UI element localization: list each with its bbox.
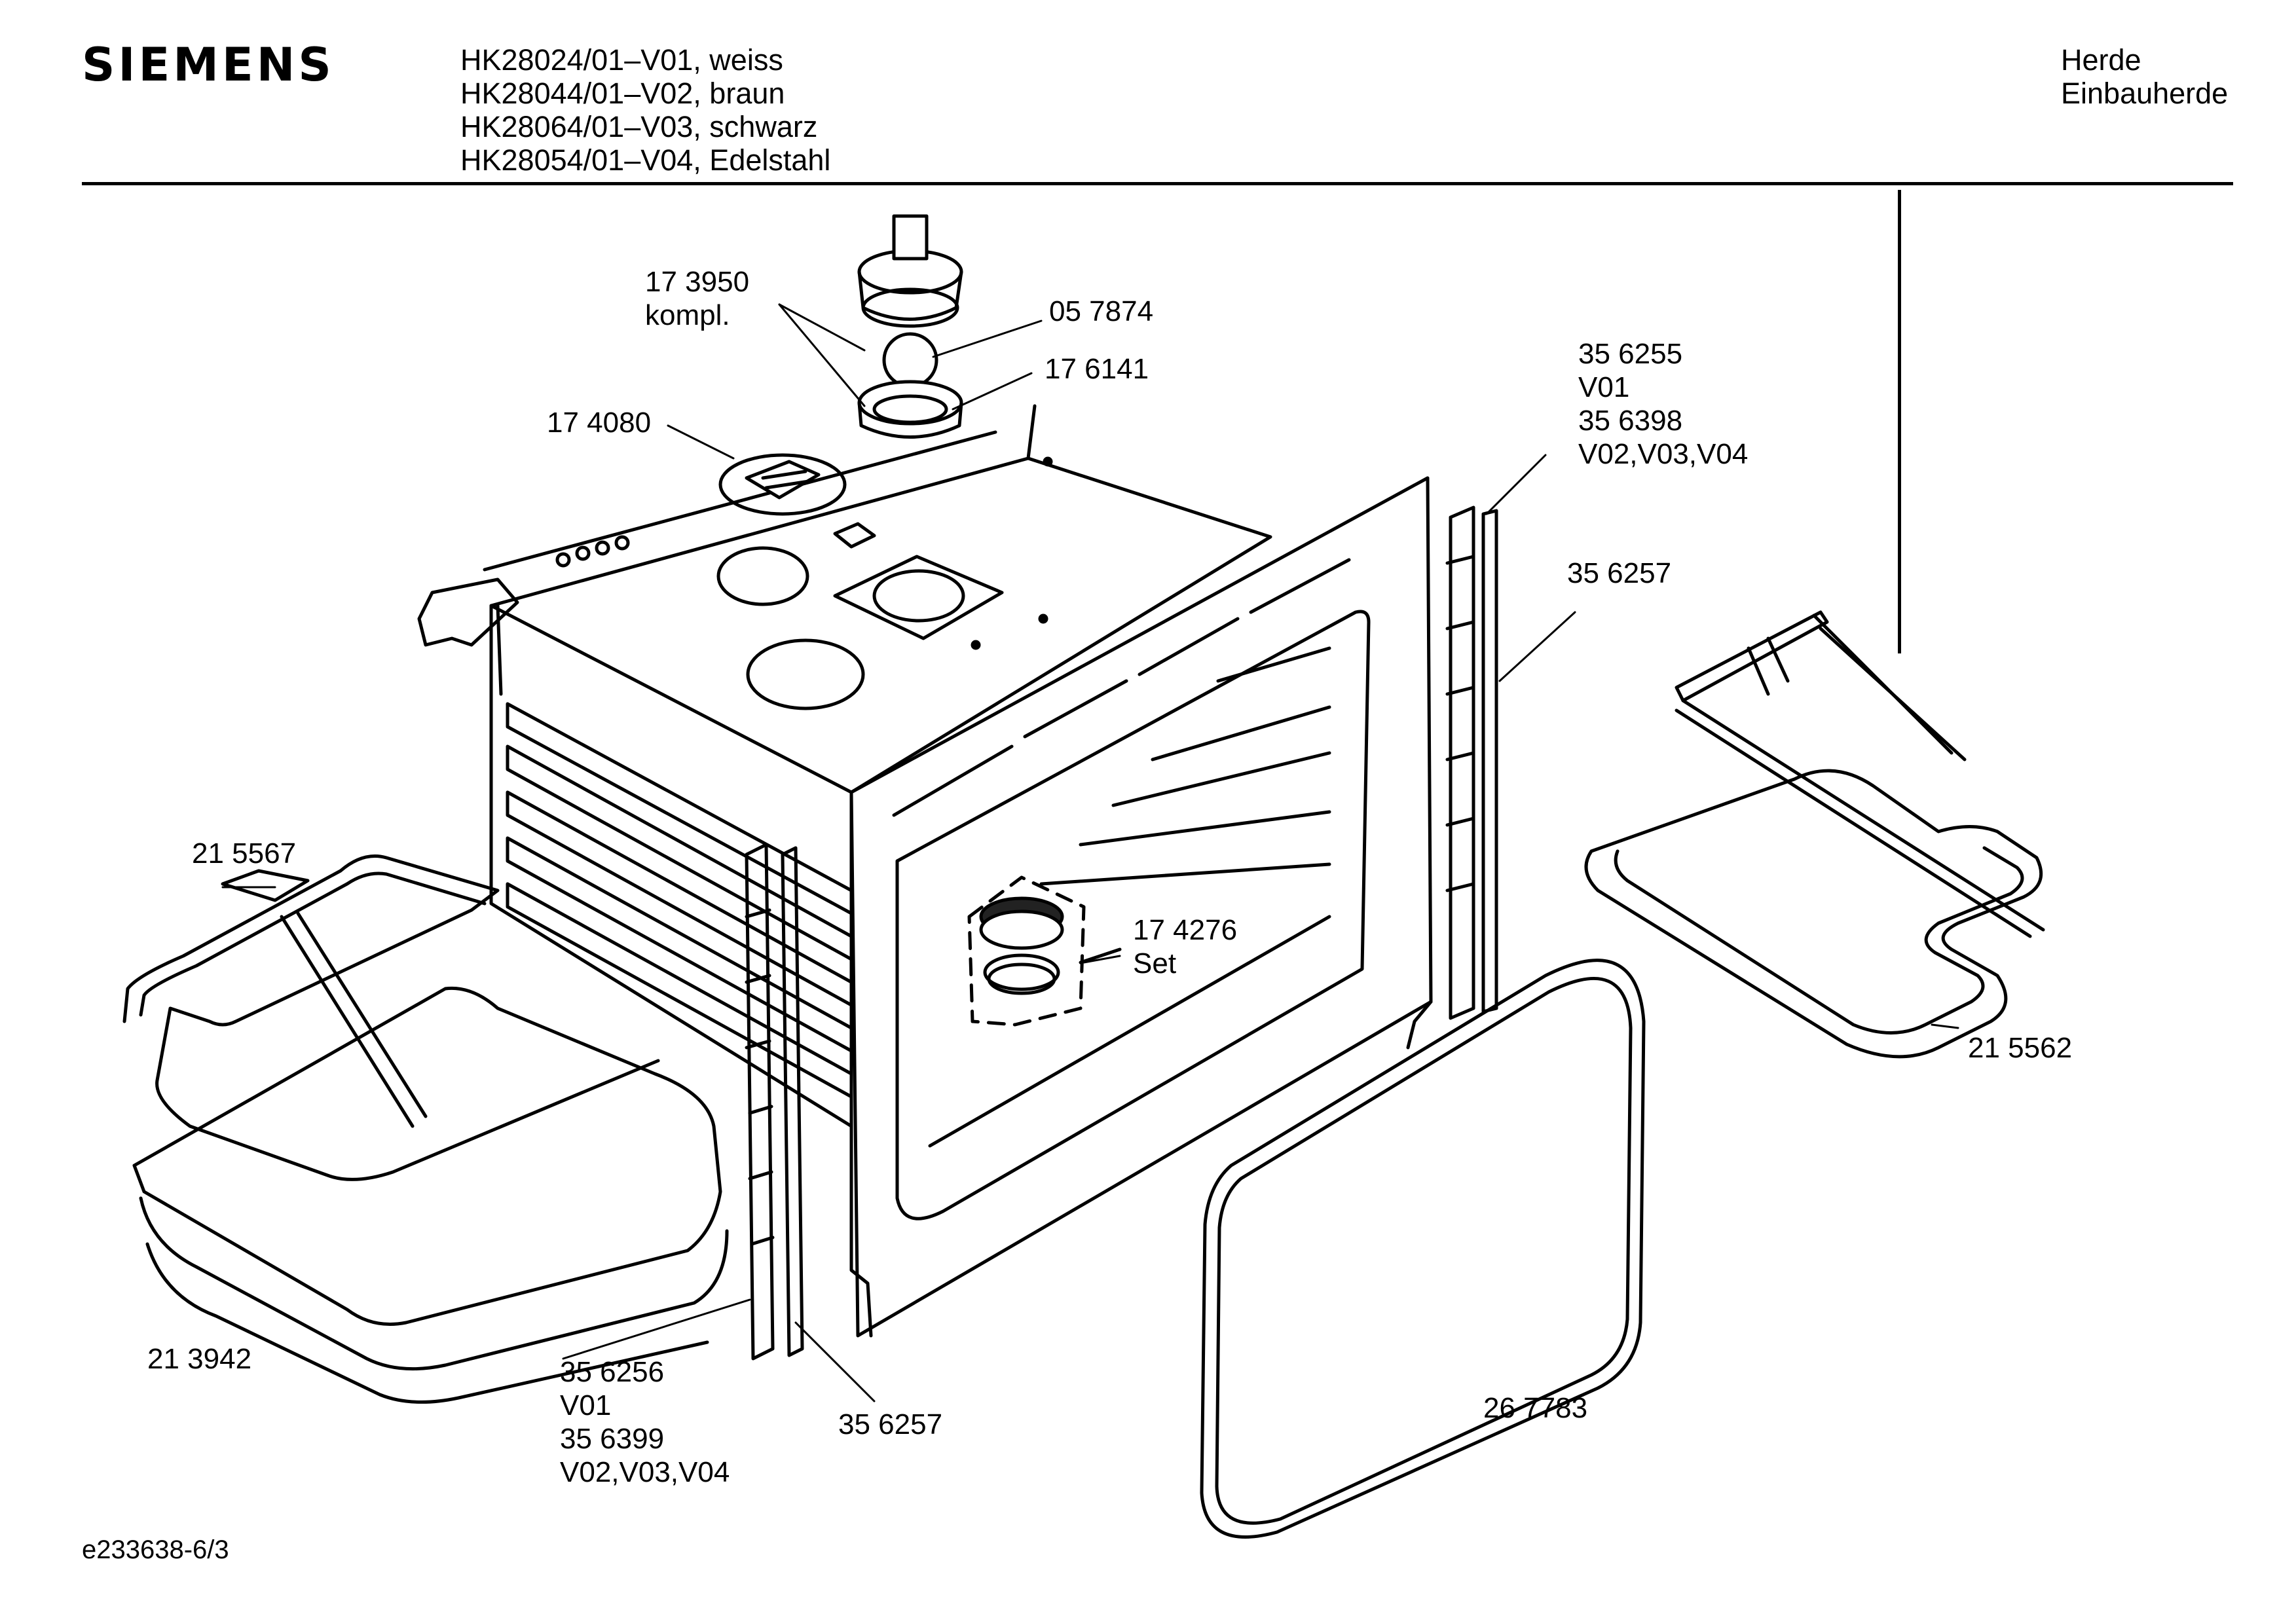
callout-leaders xyxy=(221,303,1959,1402)
callout-line: V02,V03,V04 xyxy=(1578,438,1748,470)
callout-line: 35 6255 xyxy=(1578,338,1682,370)
model-line: HK28044/01–V02, braun xyxy=(460,77,785,110)
callout-line: 21 5562 xyxy=(1968,1032,2072,1064)
callout-line: 21 3942 xyxy=(147,1343,251,1375)
brand-logo: SIEMENS xyxy=(82,38,335,92)
right-side-rail xyxy=(1445,505,1498,1020)
callout-line: 35 6257 xyxy=(838,1408,942,1440)
callout-line: 35 6257 xyxy=(1567,557,1671,589)
callout-line: 35 6398 xyxy=(1578,405,1682,437)
callout-line: 35 6399 xyxy=(560,1423,664,1455)
callout-grill-heater: 21 5562 xyxy=(1968,1032,2072,1064)
callout-line: 26 7783 xyxy=(1483,1392,1587,1424)
oven-front-frame xyxy=(849,476,1433,1338)
callout-line: V01 xyxy=(1578,371,1629,403)
model-line: HK28024/01–V01, weiss xyxy=(460,43,783,77)
model-line: HK28054/01–V04, Edelstahl xyxy=(460,143,831,177)
model-line: HK28064/01–V03, schwarz xyxy=(460,110,818,143)
callout-line: V01 xyxy=(560,1389,611,1421)
thermostat-knob xyxy=(857,214,963,439)
callout-line: 17 6141 xyxy=(1045,353,1149,385)
callout-line: Set xyxy=(1133,947,1176,980)
category-line: Herde xyxy=(2061,43,2141,77)
grill-heating-element xyxy=(1584,610,2045,1059)
callout-knob-cap: 05 7874 xyxy=(1049,295,1153,327)
callout-right-rail: 35 6255 V01 35 6398 V02,V03,V04 xyxy=(1578,338,1748,470)
header-rule xyxy=(82,182,2233,185)
callout-line: 21 5567 xyxy=(192,837,296,870)
oven-lamp xyxy=(967,875,1122,1027)
callout-right-rail-strip: 35 6257 xyxy=(1567,557,1671,589)
callout-line: kompl. xyxy=(645,299,730,331)
left-side-rail xyxy=(745,843,804,1361)
callout-line: 35 6256 xyxy=(560,1356,664,1388)
bottom-heating-element xyxy=(122,854,660,1181)
callout-insulation: 21 3942 xyxy=(147,1343,251,1375)
callout-thermostat: 17 3950 kompl. xyxy=(645,266,757,331)
callout-left-rail-strip: 35 6257 xyxy=(838,1408,942,1440)
callout-lamp: 17 4276 Set xyxy=(1133,914,1245,980)
callout-knob-ring: 17 6141 xyxy=(1045,353,1149,385)
callout-line: V02,V03,V04 xyxy=(560,1456,730,1488)
category-label: Herde Einbauherde xyxy=(2061,43,2228,110)
callout-line: 05 7874 xyxy=(1049,295,1153,327)
callout-left-rail: 35 6256 V01 35 6399 V02,V03,V04 xyxy=(560,1356,730,1488)
callout-bottom-heater: 21 5567 xyxy=(192,837,296,870)
callout-door-seal: 26 7783 xyxy=(1483,1392,1587,1424)
mounting-plate xyxy=(718,453,847,516)
callout-line: 17 4080 xyxy=(547,407,651,439)
separator-line xyxy=(1898,190,1901,653)
callout-line: 17 4276 xyxy=(1133,914,1237,946)
document-id: e233638-6/3 xyxy=(82,1535,229,1564)
category-line: Einbauherde xyxy=(2061,77,2229,110)
callout-line: 17 3950 xyxy=(645,266,749,298)
door-seal xyxy=(1200,959,1646,1539)
callout-plate: 17 4080 xyxy=(547,407,651,439)
insulation-mat xyxy=(132,986,729,1404)
model-list: HK28024/01–V01, weiss HK28044/01–V02, br… xyxy=(460,43,830,177)
